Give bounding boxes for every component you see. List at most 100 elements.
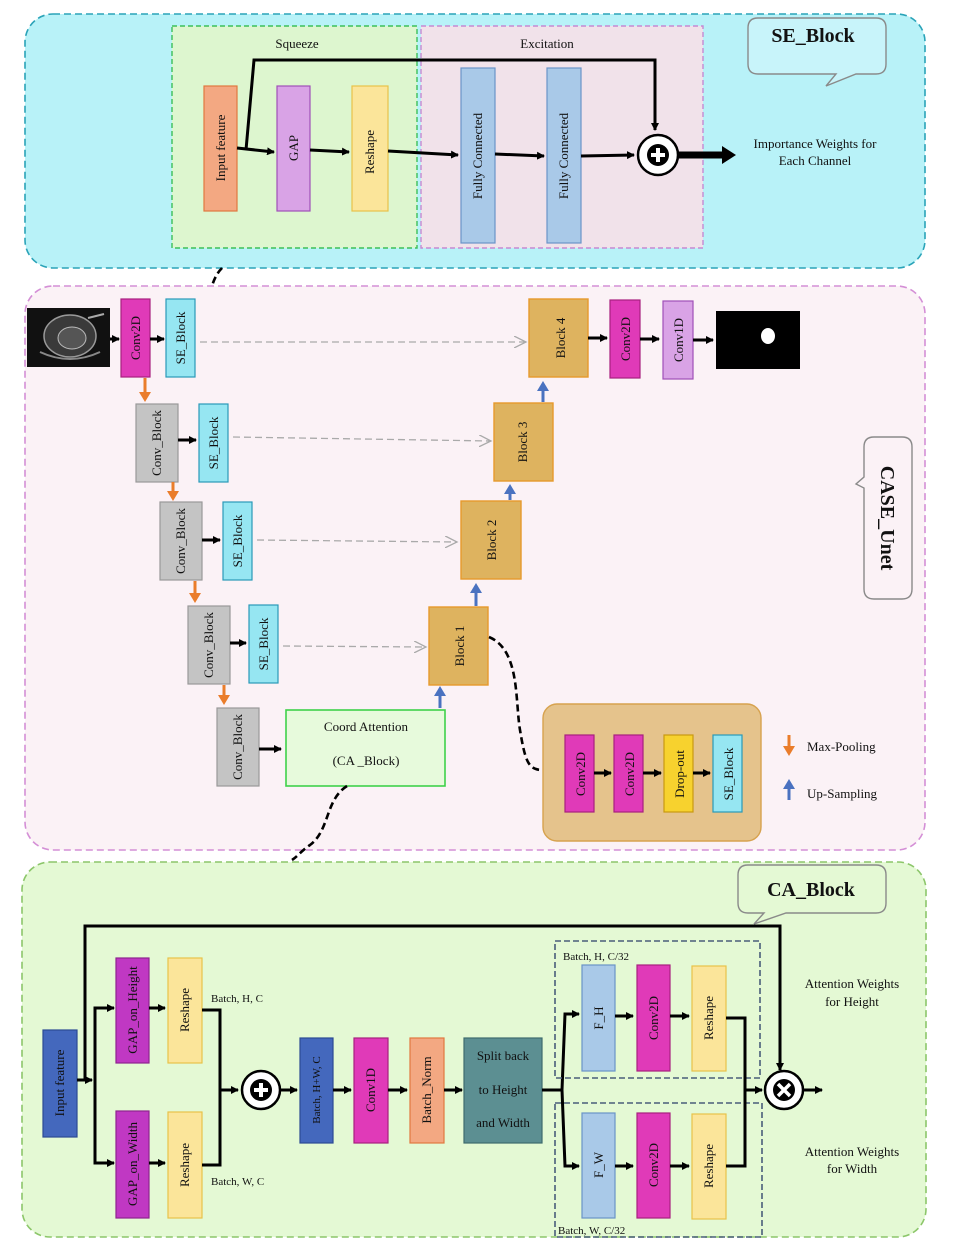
- decoder-block-2-label: Block 2: [484, 520, 499, 561]
- detail-dropout-label: Drop-out: [672, 750, 687, 798]
- case-unet-title-bubble: [854, 436, 913, 600]
- ca-block-panel: CA_Block Input feature GAP_on_Height GAP…: [21, 861, 927, 1238]
- ca-input-feature-label: Input feature: [52, 1049, 67, 1116]
- unet-conv-block-3: [187, 605, 231, 685]
- ca-split-label-line1: Split back: [477, 1048, 530, 1063]
- output-conv2d-box: [609, 299, 641, 379]
- ca-reshape-bottom-label: Reshape: [177, 1143, 192, 1187]
- output-conv2d-label: Conv2D: [618, 317, 633, 361]
- detail-conv2d-2-label: Conv2D: [622, 752, 637, 796]
- ca-split-to-fh: [560, 1010, 580, 1091]
- se-block-panel: Squeeze Excitation SE_Block Input featur…: [24, 13, 926, 269]
- se-arrow-reshape-fc1: [387, 149, 459, 159]
- ca-batch-norm-label: Batch_Norm: [419, 1056, 434, 1123]
- ca-fh-box: [581, 964, 616, 1072]
- ca-batch-norm-box: [409, 1037, 445, 1144]
- ca-conv1d-label: Conv1D: [363, 1068, 378, 1112]
- ca-batch-hc-label: Batch, H, C: [211, 993, 263, 1005]
- coord-attention-box: [285, 709, 446, 787]
- unet-se-block-2: [198, 403, 229, 483]
- ca-input-feature-box: [42, 1029, 78, 1138]
- ca-fw-box: [581, 1112, 616, 1219]
- unet-conv-block-2: [159, 501, 203, 581]
- ca-batch-wc-label: Batch, W, C: [211, 1176, 264, 1188]
- ca-block-title: CA_Block: [767, 879, 856, 901]
- decoder-block-2: [460, 500, 522, 580]
- se-skip-connection: [244, 58, 659, 151]
- ca-reshape-top-label: Reshape: [177, 988, 192, 1032]
- detail-se-block-label: SE_Block: [721, 747, 736, 800]
- ca-split-label-line2: to Height: [479, 1082, 528, 1097]
- se-reshape-box: [351, 85, 389, 212]
- ca-gap-width-box: [115, 1110, 150, 1219]
- se-fc1-box: [460, 67, 496, 244]
- ca-conv2d-top-box: [636, 964, 671, 1072]
- se-arrow-gap-reshape: [309, 147, 350, 156]
- ca-att-width-line1: Attention Weights: [805, 1144, 899, 1159]
- decoder-block-3-label: Block 3: [515, 422, 530, 463]
- ca-batch-w-c32-label: Batch, W, C/32: [558, 1225, 625, 1237]
- unet-conv-block-4: [216, 707, 260, 787]
- ca-batch-h-c32-label: Batch, H, C/32: [563, 951, 629, 963]
- ca-batch-hwc-box: [299, 1037, 334, 1144]
- ca-gap-height-label: GAP_on_Height: [125, 966, 140, 1054]
- se-fc2-label: Fully Connected: [556, 112, 571, 199]
- ca-block-title-bubble: [737, 864, 887, 925]
- decoder-block-4-label: Block 4: [553, 317, 568, 358]
- ca-gap-height-box: [115, 957, 150, 1064]
- ca-reshape-bottom-box: [167, 1111, 203, 1219]
- ca-reshape-top2-label: Reshape: [701, 996, 716, 1040]
- se-block-title: SE_Block: [771, 25, 855, 47]
- legend-max-pooling-label: Max-Pooling: [807, 739, 876, 754]
- skip-connection-level2: [256, 540, 457, 542]
- se-fc1-label: Fully Connected: [470, 112, 485, 199]
- ca-batch-hwc-label: Batch, H+W, C: [311, 1056, 323, 1124]
- se-block-title-bubble: [747, 17, 887, 87]
- ca-fh-label: F_H: [591, 1006, 606, 1029]
- se-arrow-fc1-fc2: [494, 151, 545, 160]
- ca-split-box: [463, 1037, 543, 1144]
- se-output-label-line1: Importance Weights for: [754, 136, 878, 151]
- se-reshape-label: Reshape: [362, 130, 377, 174]
- ca-detail-connector: [291, 784, 348, 862]
- unet-conv2d-label: Conv2D: [128, 316, 143, 360]
- decoder-block-1: [428, 606, 489, 686]
- ca-branch-to-gap-width: [93, 1080, 115, 1167]
- unet-conv-block-4-label: Conv_Block: [230, 714, 245, 780]
- ca-branch-to-gap-height: [93, 1004, 115, 1080]
- se-arrow-fc2-add: [580, 151, 635, 160]
- se-add-operator-icon: [636, 133, 680, 177]
- ca-split-label-line3: and Width: [476, 1115, 530, 1130]
- se-input-feature-box: [203, 85, 238, 212]
- ca-merge-bottom: [202, 1090, 222, 1167]
- ultrasound-input-image: [27, 308, 110, 367]
- unet-conv-block-2-label: Conv_Block: [173, 508, 188, 574]
- ca-concat-add-icon: [240, 1069, 282, 1111]
- ca-merge-width: [726, 1090, 747, 1168]
- coord-attention-label-line2: (CA _Block): [333, 753, 400, 768]
- ca-merge-height: [726, 1016, 763, 1094]
- unet-se-block-1: [165, 298, 196, 378]
- unet-se-block-4: [248, 604, 279, 684]
- detail-se-block: [712, 734, 743, 813]
- se-output-arrowhead: [722, 146, 736, 164]
- case-unet-title: CASE_Unet: [876, 466, 898, 571]
- legend-up-sampling-label: Up-Sampling: [807, 786, 878, 801]
- se-arrow-input-gap: [236, 146, 275, 156]
- ca-att-height-line1: Attention Weights: [805, 976, 899, 991]
- segmentation-mask-output: [716, 311, 800, 369]
- unet-se-block-4-label: SE_Block: [256, 617, 271, 670]
- ca-att-width-line2: for Width: [827, 1161, 878, 1176]
- unet-se-block-3-label: SE_Block: [230, 514, 245, 567]
- decoder-block-1-label: Block 1: [452, 626, 467, 667]
- legend-max-pooling: Max-Pooling: [783, 735, 876, 756]
- unet-se-block-1-label: SE_Block: [173, 311, 188, 364]
- max-pooling-arrows: [139, 378, 230, 705]
- squeeze-label: Squeeze: [275, 36, 319, 51]
- se-fc2-box: [546, 67, 582, 244]
- unet-conv-block-1-label: Conv_Block: [149, 410, 164, 476]
- ca-height-branch-region: [554, 940, 761, 1079]
- ca-reshape-top2-box: [691, 965, 727, 1072]
- se-input-feature-label: Input feature: [213, 114, 228, 181]
